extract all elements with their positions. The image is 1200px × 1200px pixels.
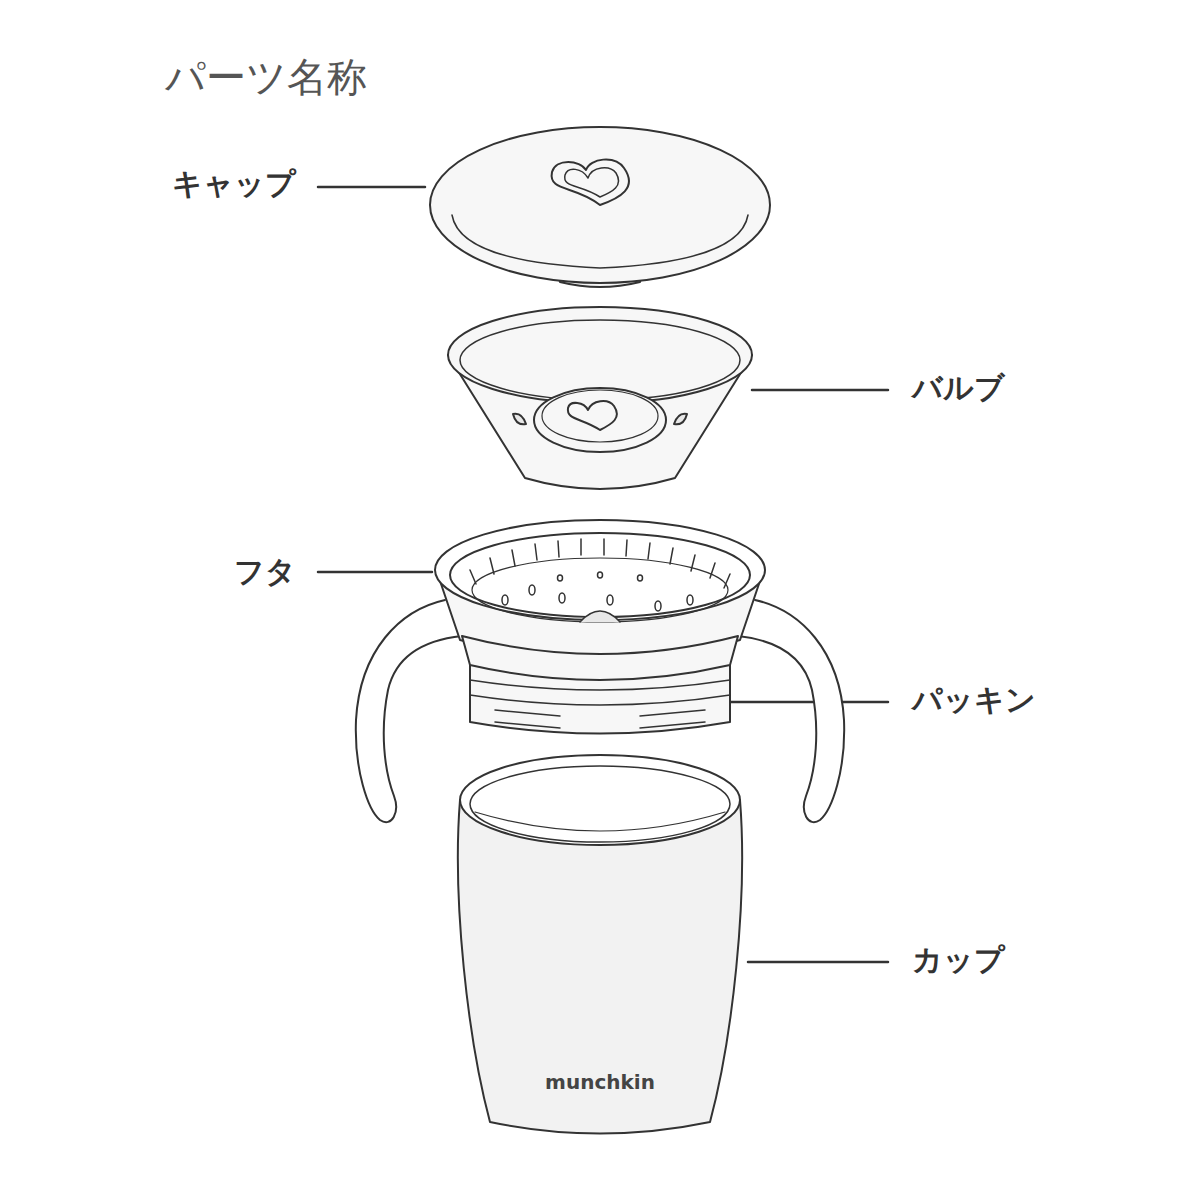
- valve-drawing: [448, 307, 752, 489]
- cap-drawing: [430, 127, 770, 287]
- part-name: カップ: [912, 940, 1005, 981]
- part-name: バルブ: [912, 368, 1005, 409]
- part-name: フタ: [234, 552, 296, 593]
- part-name: キャップ: [172, 164, 296, 205]
- diagram-title: パーツ名称: [165, 50, 367, 105]
- part-name: パッキン: [912, 680, 1036, 721]
- leader-lines: [318, 187, 888, 962]
- brand-logo: munchkin: [545, 1070, 655, 1094]
- cup-drawing: [458, 755, 742, 1134]
